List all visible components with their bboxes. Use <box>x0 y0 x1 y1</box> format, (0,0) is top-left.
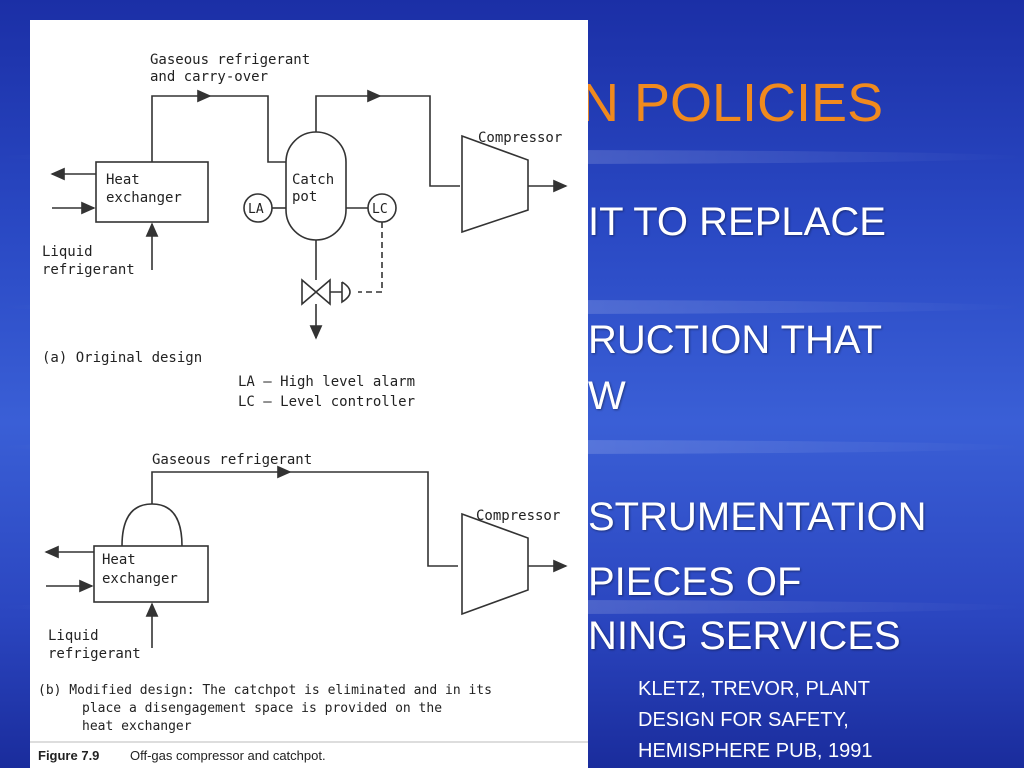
citation-line: HEMISPHERE PUB, 1991 <box>638 740 873 762</box>
label-la: LA <box>248 202 264 217</box>
gas-line-a-2 <box>210 95 286 163</box>
bullet-text: PIECES OF <box>588 560 802 604</box>
label-catch-2: pot <box>292 189 317 205</box>
caption-b1: (b) Modified design: The catchpot is eli… <box>38 683 492 698</box>
citation: KLETZ, TREVOR, PLANT DESIGN FOR SAFETY, … <box>638 674 873 767</box>
pot-to-comp <box>380 95 460 187</box>
label-gas-a2: and carry-over <box>150 69 268 85</box>
label-lc: LC <box>372 202 388 217</box>
control-valve <box>301 278 331 306</box>
caption-b3: heat exchanger <box>82 719 192 734</box>
label-hx-a2: exchanger <box>106 190 182 206</box>
legend-lc: LC — Level controller <box>238 394 415 410</box>
gas-line-b <box>151 465 292 504</box>
label-compressor-a: Compressor <box>478 130 562 146</box>
bullet-text: NING SERVICES <box>588 614 901 658</box>
bullet-text: W <box>588 374 626 418</box>
heat-exchanger-b <box>93 545 209 603</box>
citation-line: KLETZ, TREVOR, PLANT <box>638 678 870 700</box>
label-hx-a1: Heat <box>106 172 140 188</box>
pot-top-line <box>315 89 382 132</box>
label-hx-b1: Heat <box>102 552 136 568</box>
label-liquid-a2: refrigerant <box>42 262 135 278</box>
gas-line-a <box>151 89 212 162</box>
label-gas-b: Gaseous refrigerant <box>152 452 312 468</box>
bullet-text: STRUMENTATION <box>588 495 927 539</box>
figure-panel: Gaseous refrigerant and carry-over Compr… <box>30 20 588 768</box>
disengagement-dome <box>121 503 183 547</box>
legend-la: LA — High level alarm <box>238 374 415 390</box>
figure-number: Figure 7.9 <box>38 748 99 763</box>
figure-title: Off-gas compressor and catchpot. <box>130 748 326 763</box>
label-catch-1: Catch <box>292 172 334 188</box>
label-liquid-a1: Liquid <box>42 244 93 260</box>
caption-a: (a) Original design <box>42 350 202 366</box>
bullet-text: IT TO REPLACE <box>588 200 886 244</box>
citation-line: DESIGN FOR SAFETY, <box>638 709 849 731</box>
bullet-text: RUCTION THAT <box>588 318 883 362</box>
compressor-b <box>461 512 529 616</box>
label-gas-a1: Gaseous refrigerant <box>150 52 310 68</box>
label-compressor-b: Compressor <box>476 508 560 524</box>
gas-line-b-2 <box>290 471 458 567</box>
slide-title: N POLICIES <box>580 73 884 133</box>
label-liquid-b1: Liquid <box>48 628 99 644</box>
label-hx-b2: exchanger <box>102 571 178 587</box>
compressor-a <box>461 134 529 234</box>
caption-b2: place a disengagement space is provided … <box>82 701 442 716</box>
process-diagram: Gaseous refrigerant and carry-over Compr… <box>30 52 588 763</box>
valve-actuator <box>330 281 351 304</box>
label-liquid-b2: refrigerant <box>48 646 141 662</box>
